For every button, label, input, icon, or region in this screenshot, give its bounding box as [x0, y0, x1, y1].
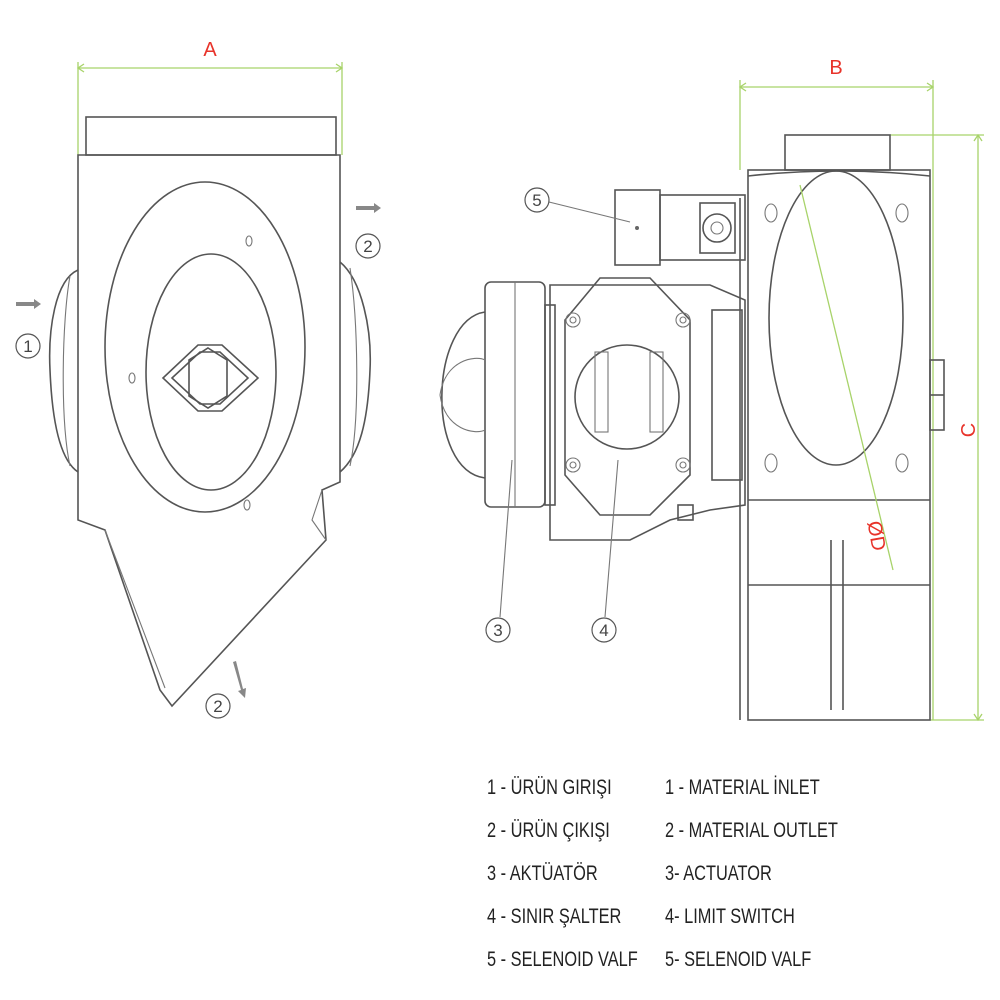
callout-3: 3	[485, 617, 511, 643]
svg-text:2: 2	[213, 697, 222, 716]
callout-4: 4	[591, 617, 617, 643]
dimension-b-label: B	[829, 57, 842, 79]
dimension-d-line	[799, 184, 894, 571]
legend-tr-1: 1 - ÜRÜN GIRIŞI	[487, 775, 612, 798]
actuator-dome	[441, 311, 486, 479]
legend-en-4: 4- LIMIT SWITCH	[665, 904, 795, 927]
left-bulge	[48, 269, 79, 473]
dimension-c-label: C	[958, 423, 980, 437]
valve-body-outline	[77, 154, 341, 708]
dimension-a-label: A	[203, 39, 217, 61]
legend-en-2: 2 - MATERIAL OUTLET	[665, 818, 838, 841]
side-view: B C ØD	[439, 57, 984, 722]
top-nozzle	[784, 134, 891, 171]
svg-text:4: 4	[599, 621, 608, 640]
svg-text:3: 3	[493, 621, 502, 640]
legend-tr-3: 3 - AKTÜATÖR	[487, 861, 598, 884]
limit-switch-box	[564, 277, 691, 516]
arrow-right-icon	[16, 299, 41, 309]
limit-switch-window	[574, 344, 680, 450]
callout-5: 5	[524, 187, 550, 213]
dimension-d-label: ØD	[862, 519, 889, 552]
legend-en-3: 3- ACTUATOR	[665, 861, 772, 884]
shaft-hex	[188, 347, 228, 409]
svg-text:5: 5	[532, 191, 541, 210]
bore-ellipse	[768, 170, 904, 466]
arrow-right-icon	[356, 203, 381, 213]
svg-text:2: 2	[363, 237, 372, 256]
callout-1: 1	[15, 299, 41, 359]
legend-tr-4: 4 - SINIR ŞALTER	[487, 904, 621, 927]
legend-en-1: 1 - MATERIAL İNLET	[665, 775, 820, 798]
outlet-slot	[830, 540, 844, 710]
shaft-diamond	[161, 344, 260, 412]
inlet-flange	[85, 116, 337, 156]
legend-tr-5: 5 - SELENOID VALF	[487, 947, 638, 970]
front-view: A 1 2 2	[15, 39, 381, 719]
solenoid-bracket	[659, 194, 746, 261]
right-bulge	[339, 261, 372, 473]
rotor-outer-ellipse	[104, 181, 306, 513]
rotor-inner-ellipse	[145, 253, 277, 491]
svg-text:1: 1	[23, 337, 32, 356]
callout-2-bottom: 2	[205, 661, 246, 719]
legend-en-5: 5- SELENOID VALF	[665, 947, 811, 970]
arrow-down-icon	[233, 661, 246, 698]
limit-switch-housing	[549, 284, 746, 541]
legend-tr-2: 2 - ÜRÜN ÇIKIŞI	[487, 818, 610, 841]
valve-housing	[747, 169, 931, 721]
callout-2-side: 2	[355, 203, 381, 259]
legend: 1 - ÜRÜN GIRIŞI 2 - ÜRÜN ÇIKIŞI 3 - AKTÜ…	[487, 775, 838, 970]
